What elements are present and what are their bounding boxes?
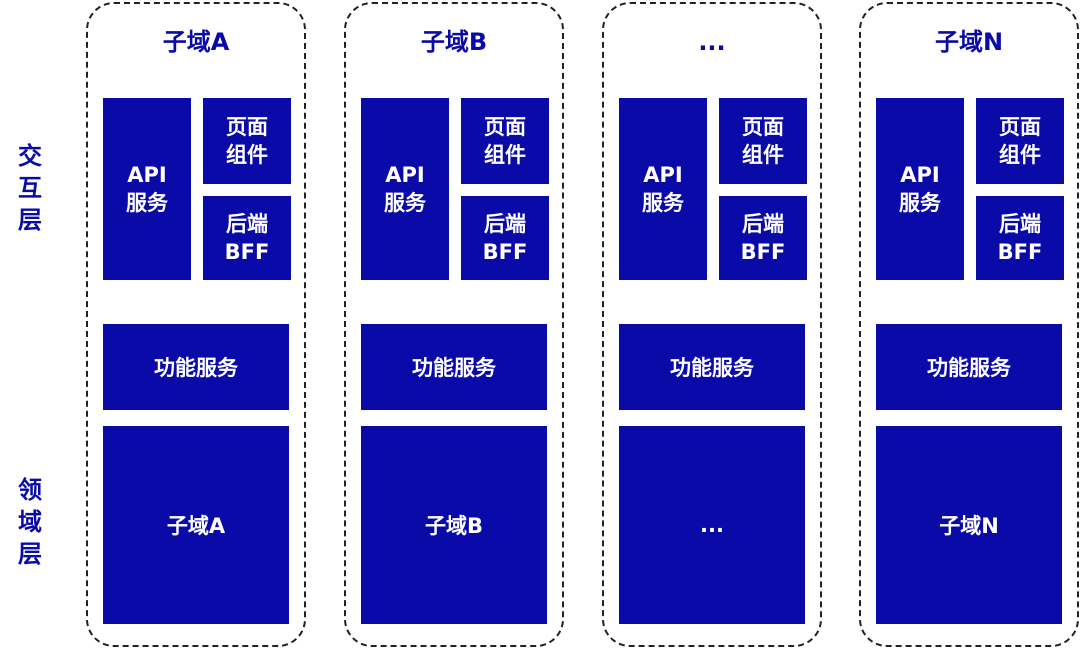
- api-service-box: API 服务: [103, 98, 191, 280]
- backend-bff-line-1: 后端: [741, 212, 784, 236]
- backend-bff-line-1: 后端: [225, 212, 268, 236]
- page-component-line-1: 页面: [742, 115, 784, 139]
- backend-bff-box: 后端 BFF: [203, 196, 291, 280]
- api-service-line-2: 服务: [899, 191, 941, 215]
- interaction-layer-label: 交 互 层: [14, 140, 46, 236]
- column-title: ...: [698, 28, 726, 56]
- api-service-line-2: 服务: [384, 191, 426, 215]
- page-component-line-2: 组件: [742, 143, 784, 167]
- page-component-line-1: 页面: [999, 115, 1041, 139]
- backend-bff-box: 后端 BFF: [976, 196, 1064, 280]
- domain-layer-label: 领 域 层: [14, 474, 46, 570]
- page-component-box: 页面 组件: [203, 98, 291, 184]
- function-service-box: 功能服务: [103, 324, 289, 410]
- page-component-line-1: 页面: [226, 115, 268, 139]
- column-title: 子域N: [934, 28, 1004, 56]
- backend-bff-line-2: BFF: [740, 240, 786, 264]
- column-title: 子域B: [420, 28, 488, 56]
- backend-bff-line-2: BFF: [482, 240, 528, 264]
- api-service-line-1: API: [127, 163, 167, 187]
- function-service-box: 功能服务: [876, 324, 1062, 410]
- backend-bff-line-2: BFF: [224, 240, 270, 264]
- interaction-layer-char-2: 互: [18, 174, 42, 202]
- subdomain-box: 子域B: [361, 426, 547, 624]
- api-service-box: API 服务: [876, 98, 964, 280]
- domain-layer-char-2: 域: [18, 508, 42, 536]
- api-service-line-1: API: [643, 163, 683, 187]
- function-service-box: 功能服务: [361, 324, 547, 410]
- subdomain-box: 子域A: [103, 426, 289, 624]
- api-service-line-2: 服务: [126, 191, 168, 215]
- column-title: 子域A: [162, 28, 230, 56]
- subdomain-column-b: 子域B API 服务 页面 组件 后端 BFF 功能服务 子域B: [344, 2, 564, 647]
- backend-bff-box: 后端 BFF: [461, 196, 549, 280]
- page-component-box: 页面 组件: [719, 98, 807, 184]
- page-component-line-2: 组件: [484, 143, 526, 167]
- api-service-line-1: API: [385, 163, 425, 187]
- backend-bff-line-2: BFF: [997, 240, 1043, 264]
- subdomain-column-n: 子域N API 服务 页面 组件 后端 BFF 功能服务 子域N: [859, 2, 1079, 647]
- interaction-layer-char-3: 层: [18, 206, 42, 234]
- api-service-line-2: 服务: [642, 191, 684, 215]
- api-service-box: API 服务: [361, 98, 449, 280]
- page-component-box: 页面 组件: [461, 98, 549, 184]
- page-component-line-2: 组件: [999, 143, 1041, 167]
- function-service-box: 功能服务: [619, 324, 805, 410]
- api-service-line-1: API: [900, 163, 940, 187]
- page-component-line-1: 页面: [484, 115, 526, 139]
- page-component-line-2: 组件: [226, 143, 268, 167]
- backend-bff-box: 后端 BFF: [719, 196, 807, 280]
- subdomain-column-ellipsis: ... API 服务 页面 组件 后端 BFF 功能服务 ...: [602, 2, 822, 647]
- api-service-box: API 服务: [619, 98, 707, 280]
- interaction-layer-char-1: 交: [18, 142, 42, 170]
- subdomain-box: ...: [619, 426, 805, 624]
- domain-layer-char-1: 领: [18, 476, 42, 504]
- backend-bff-line-1: 后端: [483, 212, 526, 236]
- domain-layer-char-3: 层: [18, 540, 42, 568]
- page-component-box: 页面 组件: [976, 98, 1064, 184]
- subdomain-column-a: 子域A API 服务 页面 组件 后端 BFF 功能服务 子域A: [86, 2, 306, 647]
- backend-bff-line-1: 后端: [998, 212, 1041, 236]
- subdomain-box: 子域N: [876, 426, 1062, 624]
